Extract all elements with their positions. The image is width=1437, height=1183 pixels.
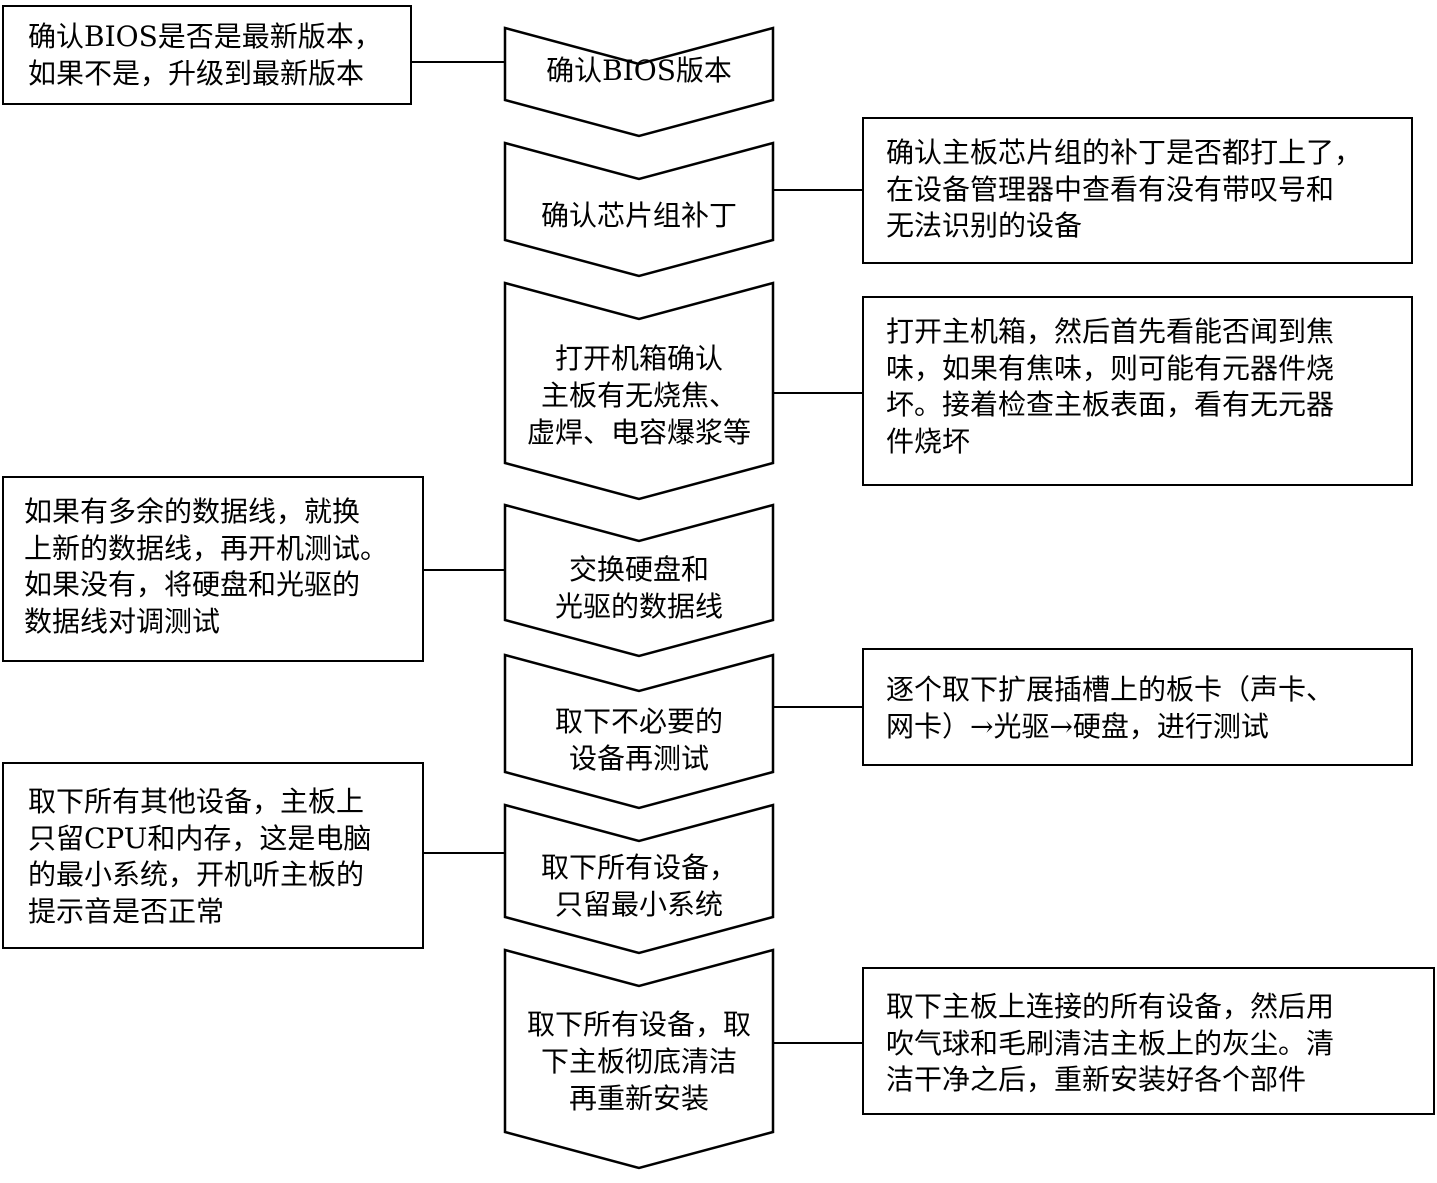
step-label-3: 打开机箱确认 主板有无烧焦、 虚焊、电容爆浆等 — [526, 342, 751, 449]
step-chevron-6 — [503, 803, 775, 955]
step-chevron-2 — [503, 141, 775, 278]
step-chevron-3 — [503, 281, 775, 501]
note-case-inspection: 打开主机箱，然后首先看能否闻到焦 味，如果有焦味，则可能有元器件烧 坏。接着检查… — [862, 296, 1413, 486]
step-label-6: 取下所有设备， 只留最小系统 — [540, 851, 737, 921]
step-label-1: 确认BIOS版本 — [546, 54, 732, 87]
step-chevron-5 — [503, 653, 775, 810]
note-clean-motherboard: 取下主板上连接的所有设备，然后用 吹气球和毛刷清洁主板上的灰尘。清 洁干净之后，… — [862, 967, 1435, 1115]
note-minimum-system: 取下所有其他设备，主板上 只留CPU和内存，这是电脑 的最小系统，开机听主板的 … — [2, 762, 424, 949]
step-label-5: 取下不必要的 设备再测试 — [554, 705, 723, 775]
step-label-2: 确认芯片组补丁 — [540, 199, 737, 232]
note-chipset: 确认主板芯片组的补丁是否都打上了， 在设备管理器中查看有没有带叹号和 无法识别的… — [862, 117, 1413, 264]
step-chevron-1 — [503, 26, 775, 138]
note-expansion-cards: 逐个取下扩展插槽上的板卡（声卡、 网卡）→光驱→硬盘，进行测试 — [862, 648, 1413, 766]
note-data-cables: 如果有多余的数据线，就换 上新的数据线，再开机测试。 如果没有，将硬盘和光驱的 … — [2, 476, 424, 662]
step-label-4: 交换硬盘和 光驱的数据线 — [554, 553, 723, 623]
step-chevron-7 — [503, 948, 775, 1170]
step-chevron-4 — [503, 503, 775, 658]
step-label-7: 取下所有设备，取 下主板彻底清洁 再重新安装 — [526, 1008, 751, 1115]
note-bios: 确认BIOS是否是最新版本， 如果不是，升级到最新版本 — [2, 5, 412, 105]
